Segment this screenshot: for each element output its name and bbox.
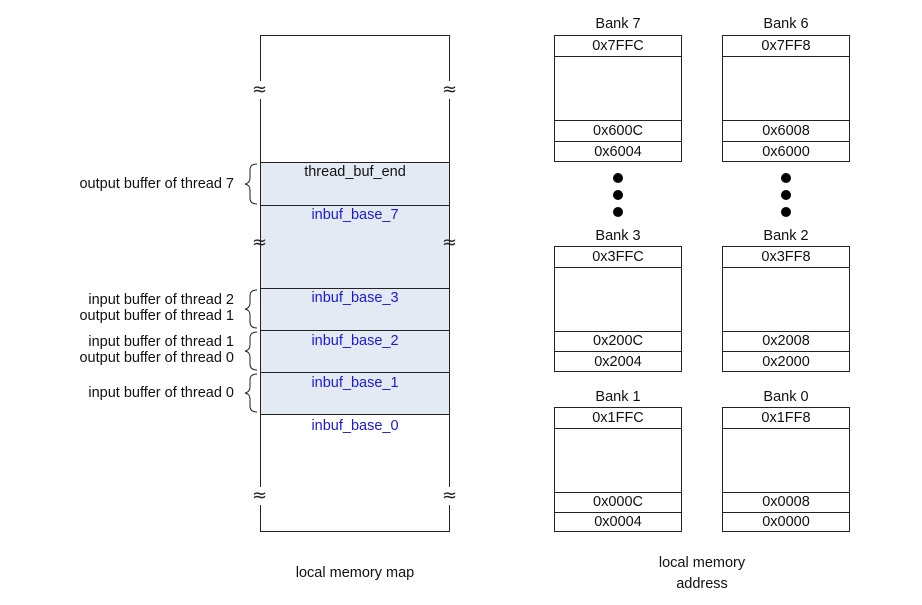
- cell-thread-buf-end: thread_buf_end: [304, 164, 406, 180]
- bank-addr-bottom: 0x2000: [762, 354, 810, 370]
- region-inbuf7-to-inbuf3: [260, 205, 450, 289]
- cell-inbuf-base-1: inbuf_base_1: [311, 375, 399, 391]
- bank-title: Bank 3: [595, 228, 641, 244]
- bank-addr-bottom: 0x0000: [762, 514, 810, 530]
- brace-thread2-1: [244, 289, 258, 329]
- ellipsis-dot: [781, 207, 791, 217]
- bank-caption-line-1: local memory: [658, 555, 746, 571]
- bank-title: Bank 0: [763, 389, 809, 405]
- brace-thread1-0: [244, 331, 258, 371]
- label-output-thread-7: output buffer of thread 7: [79, 176, 234, 192]
- bank-title: Bank 7: [595, 16, 641, 32]
- label-input-thread-1: input buffer of thread 1: [88, 334, 234, 350]
- bank-addr-top: 0x7FFC: [592, 38, 644, 54]
- label-output-thread-1: output buffer of thread 1: [79, 308, 234, 324]
- bank-title: Bank 6: [763, 16, 809, 32]
- bank-addr-top: 0x1FF8: [761, 410, 811, 426]
- bank-addr-mid: 0x200C: [593, 333, 643, 349]
- break-symbol-right-1: ≈: [442, 79, 458, 100]
- bank-addr-top: 0x3FF8: [761, 249, 811, 265]
- bank-block: 0x7FF8 0x6008 0x6000: [722, 35, 850, 162]
- ellipsis-dot: [781, 190, 791, 200]
- cell-inbuf-base-0: inbuf_base_0: [311, 418, 399, 434]
- brace-thread0: [244, 373, 258, 413]
- label-input-thread-0: input buffer of thread 0: [88, 385, 234, 401]
- cell-inbuf-base-2: inbuf_base_2: [311, 333, 399, 349]
- break-symbol-left-1: ≈: [252, 79, 268, 100]
- break-symbol-left-3: ≈: [252, 485, 268, 506]
- bank-addr-top: 0x3FFC: [592, 249, 644, 265]
- bank-title: Bank 1: [595, 389, 641, 405]
- bank-addr-mid: 0x2008: [762, 333, 810, 349]
- bank-block: 0x3FF8 0x2008 0x2000: [722, 246, 850, 372]
- cell-inbuf-base-7: inbuf_base_7: [311, 207, 399, 223]
- bank-addr-bottom: 0x2004: [594, 354, 642, 370]
- bank-addr-bottom: 0x6004: [594, 144, 642, 160]
- bank-addr-top: 0x7FF8: [761, 38, 811, 54]
- bank-block: 0x1FFC 0x000C 0x0004: [554, 407, 682, 532]
- break-symbol-right-2: ≈: [442, 232, 458, 253]
- cell-inbuf-base-3: inbuf_base_3: [311, 290, 399, 306]
- bank-block: 0x7FFC 0x600C 0x6004: [554, 35, 682, 162]
- memory-map-caption: local memory map: [295, 565, 415, 581]
- region-inbuf1: [260, 372, 450, 415]
- ellipsis-dot: [613, 173, 623, 183]
- bank-addr-mid: 0x000C: [593, 494, 643, 510]
- ellipsis-dot: [781, 173, 791, 183]
- bank-title: Bank 2: [763, 228, 809, 244]
- bank-block: 0x3FFC 0x200C 0x2004: [554, 246, 682, 372]
- break-symbol-left-2: ≈: [252, 232, 268, 253]
- bank-caption-line-2: address: [676, 576, 728, 592]
- ellipsis-dot: [613, 190, 623, 200]
- ellipsis-dot: [613, 207, 623, 217]
- label-input-thread-2: input buffer of thread 2: [88, 292, 234, 308]
- brace-thread7: [244, 163, 258, 205]
- bank-addr-mid: 0x600C: [593, 123, 643, 139]
- break-symbol-right-3: ≈: [442, 485, 458, 506]
- label-output-thread-0: output buffer of thread 0: [79, 350, 234, 366]
- bank-addr-mid: 0x6008: [762, 123, 810, 139]
- bank-addr-mid: 0x0008: [762, 494, 810, 510]
- bank-block: 0x1FF8 0x0008 0x0000: [722, 407, 850, 532]
- bank-addr-bottom: 0x0004: [594, 514, 642, 530]
- bank-addr-top: 0x1FFC: [592, 410, 644, 426]
- bank-addr-bottom: 0x6000: [762, 144, 810, 160]
